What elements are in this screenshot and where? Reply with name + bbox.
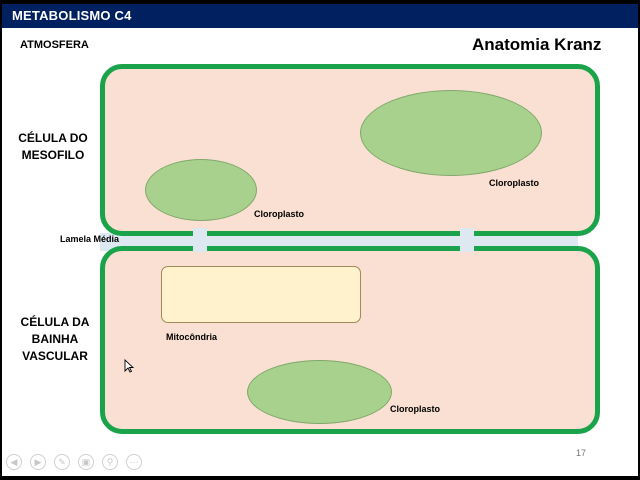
plasmodesma-left bbox=[193, 228, 207, 252]
chloroplast-label-large: Cloroplasto bbox=[489, 178, 540, 188]
slides-icon[interactable]: ▣ bbox=[78, 454, 94, 470]
back-arrow-icon[interactable]: ◀ bbox=[6, 454, 22, 470]
slide: METABOLISMO C4 ATMOSFERA Anatomia Kranz … bbox=[2, 4, 638, 476]
bundle-sheath-cell-label: CÉLULA DA BAINHA VASCULAR bbox=[20, 315, 90, 363]
chloroplast-label-small: Cloroplasto bbox=[254, 209, 305, 219]
middle-lamella-label: Lamela Média bbox=[60, 234, 120, 244]
mitochondria-label: Mitocôndria bbox=[166, 332, 217, 342]
slide-header: METABOLISMO C4 bbox=[2, 4, 638, 28]
mouse-pointer-icon bbox=[124, 359, 134, 373]
atmosphere-label: ATMOSFERA bbox=[20, 39, 89, 51]
chloroplast-label-bundle-sheath: Cloroplasto bbox=[390, 404, 441, 414]
chloroplast-bundle-sheath bbox=[247, 360, 392, 424]
chloroplast-mesophyll-large bbox=[360, 90, 542, 176]
page-number: 17 bbox=[576, 448, 587, 458]
mitochondria bbox=[161, 266, 361, 323]
more-icon[interactable]: ⋯ bbox=[126, 454, 142, 470]
slide-title: METABOLISMO C4 bbox=[12, 8, 132, 23]
pen-icon[interactable]: ✎ bbox=[54, 454, 70, 470]
mesophyll-cell-label: CÉLULA DO MESOFILO bbox=[18, 131, 88, 162]
anatomy-title: Anatomia Kranz bbox=[472, 35, 602, 54]
forward-arrow-icon[interactable]: ▶ bbox=[30, 454, 46, 470]
chloroplast-mesophyll-small bbox=[145, 159, 257, 221]
plasmodesma-right bbox=[460, 228, 474, 252]
zoom-icon[interactable]: ⚲ bbox=[102, 454, 118, 470]
